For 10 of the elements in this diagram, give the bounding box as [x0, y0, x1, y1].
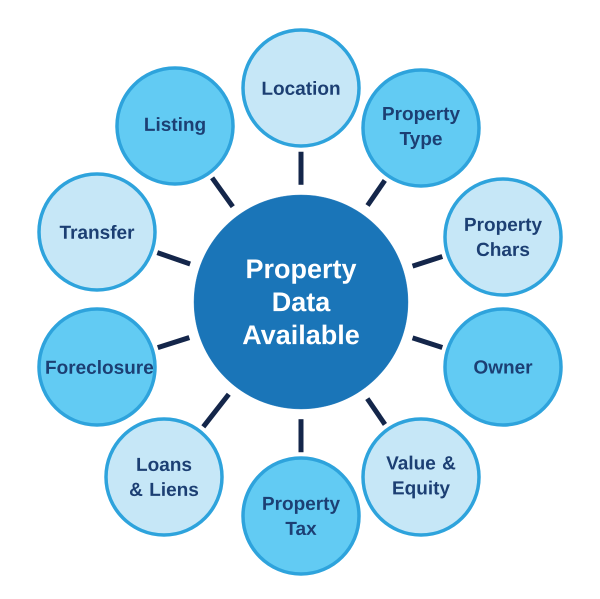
connector-line	[298, 152, 304, 185]
connector-line	[412, 336, 444, 350]
connector-line	[201, 392, 231, 428]
connector-line	[210, 176, 235, 208]
connector-line	[298, 419, 304, 452]
connector-line	[412, 254, 444, 268]
connector-line	[156, 335, 190, 350]
connector-line	[365, 397, 388, 426]
connector-line	[156, 250, 191, 266]
connector-line	[365, 179, 387, 207]
